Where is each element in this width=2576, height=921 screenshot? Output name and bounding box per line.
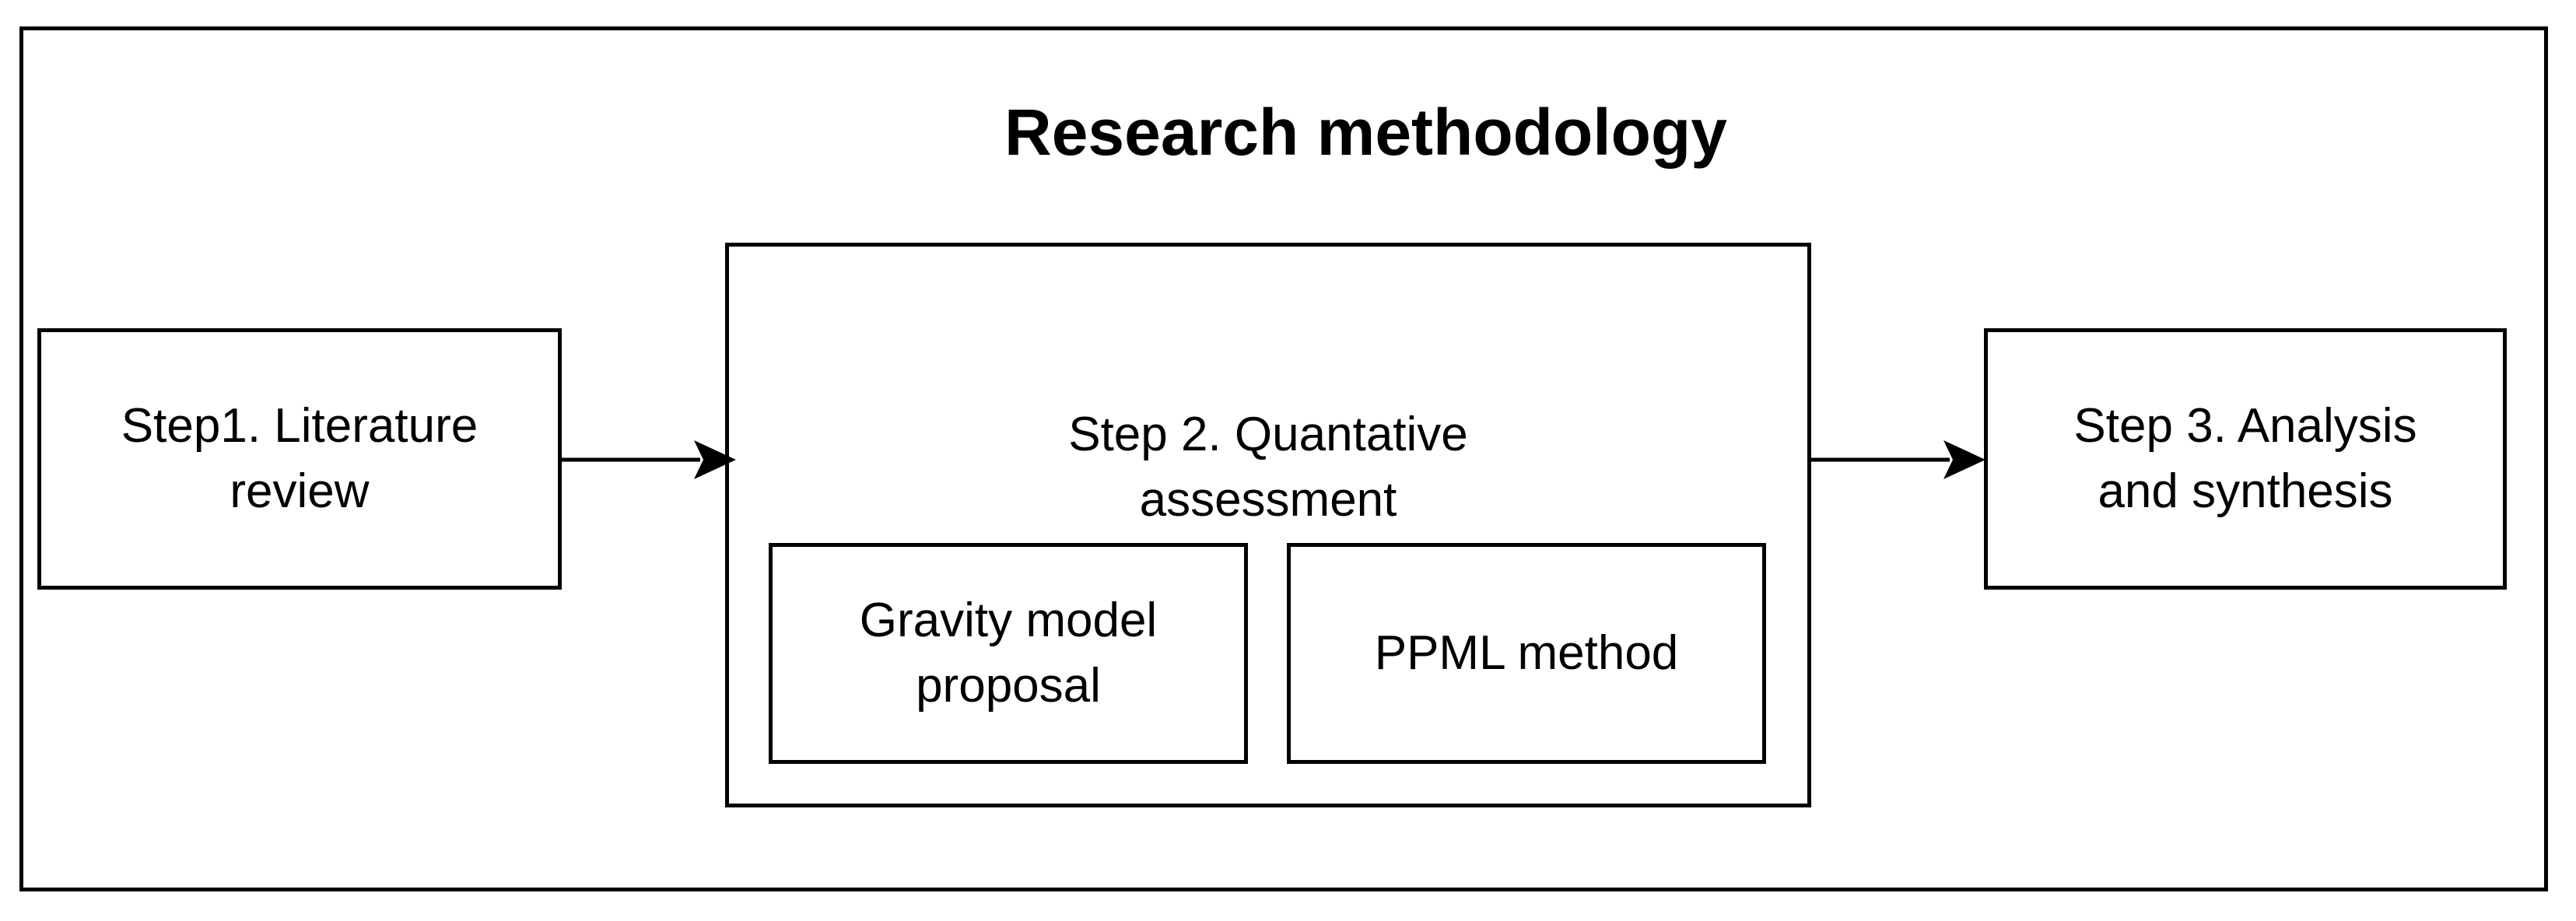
- step1-box: Step1. Literature review: [37, 328, 562, 590]
- step1-label: Step1. Literature review: [121, 399, 478, 518]
- ppml-method-label: PPML method: [1374, 626, 1679, 680]
- diagram-frame: [19, 26, 2548, 891]
- ppml-method-box: PPML method: [1287, 543, 1766, 764]
- step2-label: Step 2. Quantative assessment: [1068, 408, 1468, 527]
- step3-label: Step 3. Analysis and synthesis: [2073, 399, 2417, 518]
- step3-box: Step 3. Analysis and synthesis: [1984, 328, 2507, 590]
- gravity-model-box: Gravity model proposal: [769, 543, 1248, 764]
- gravity-model-label: Gravity model proposal: [859, 594, 1158, 713]
- diagram-title: Research methodology: [1004, 96, 1727, 169]
